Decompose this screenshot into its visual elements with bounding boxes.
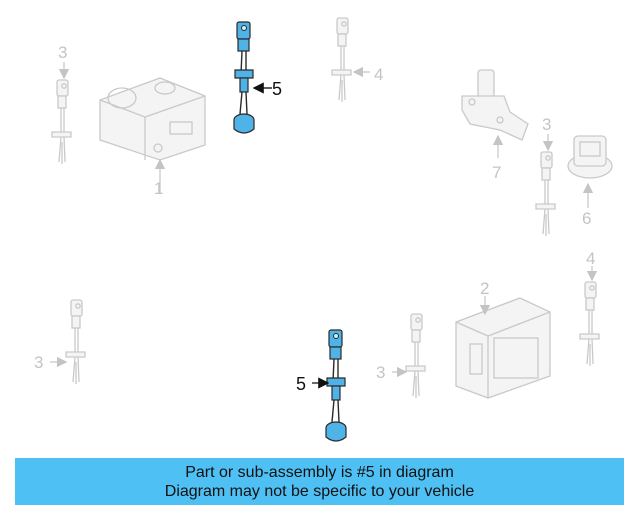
sensor-ghost — [51, 79, 72, 165]
sensor-ghost — [579, 281, 600, 367]
callout-3: 3 — [376, 363, 385, 382]
callout-2: 2 — [480, 279, 489, 298]
callout-4: 4 — [374, 65, 383, 84]
part-6-round-sensor — [567, 135, 613, 208]
callout-3: 3 — [542, 115, 551, 134]
part-7-bracket-sensor — [461, 69, 529, 158]
info-banner: Part or sub-assembly is #5 in diagram Di… — [15, 458, 624, 505]
sensor-ghost — [331, 17, 352, 103]
callout-6: 6 — [582, 209, 591, 228]
callout-7: 7 — [492, 163, 501, 182]
parts-diagram: 3 1 5 4 3 7 6 4 2 3 3 5 — [34, 17, 613, 442]
callout-4: 4 — [586, 249, 595, 268]
part-1-actuator — [99, 77, 206, 194]
callout-5: 5 — [296, 374, 306, 394]
part-2-control-module — [455, 296, 551, 399]
sensor-ghost — [535, 151, 556, 237]
sensor-highlighted-bottom[interactable] — [325, 329, 347, 442]
sensor-ghost — [405, 313, 426, 399]
banner-line-2: Diagram may not be specific to your vehi… — [164, 482, 475, 500]
callout-3: 3 — [34, 353, 43, 372]
banner-line-1: Part or sub-assembly is #5 in diagram — [185, 463, 454, 481]
sensor-highlighted-top[interactable] — [233, 21, 255, 134]
callout-3: 3 — [58, 43, 67, 62]
callout-1: 1 — [154, 179, 163, 198]
callout-5: 5 — [272, 79, 282, 99]
sensor-ghost — [65, 299, 86, 385]
